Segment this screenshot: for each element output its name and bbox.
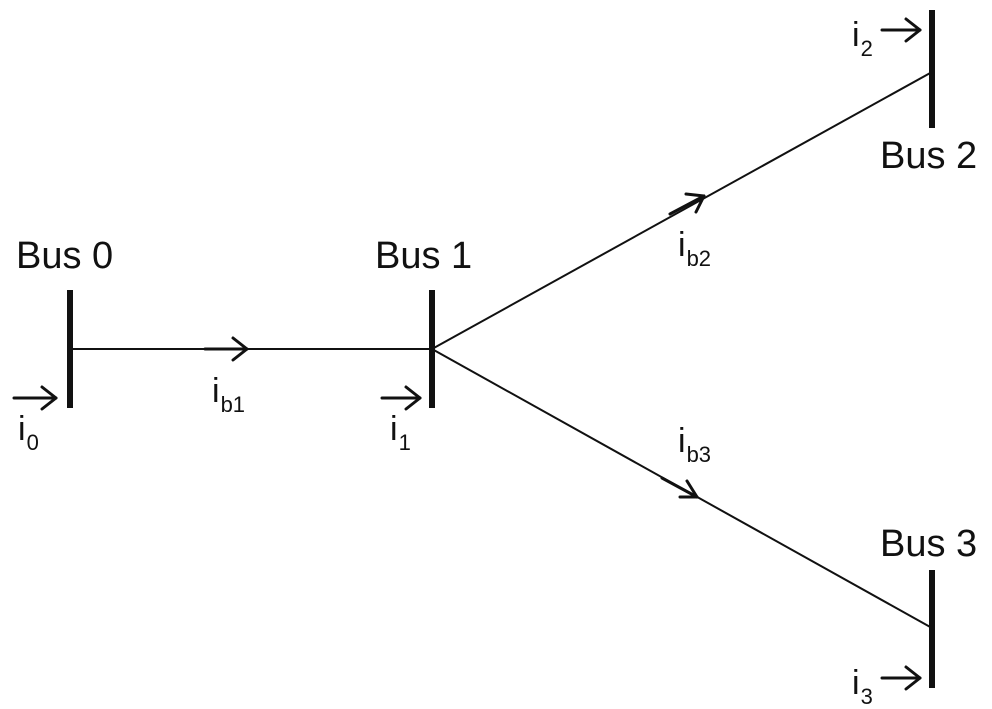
injection-current-label-1: i1 bbox=[390, 410, 411, 455]
bus-1-label: Bus 1 bbox=[375, 235, 472, 277]
bus-2-label: Bus 2 bbox=[880, 135, 977, 177]
injection-arrow-0 bbox=[12, 385, 58, 411]
injection-arrow-1 bbox=[380, 385, 422, 411]
branch-current-label-b1: ib1 bbox=[212, 372, 245, 417]
branch-current-label-b3: ib3 bbox=[678, 422, 711, 467]
branch-current-arrow-b1 bbox=[203, 336, 249, 362]
branch-current-label-b2: ib2 bbox=[678, 226, 711, 271]
branch-current-arrow-b3 bbox=[660, 476, 699, 499]
injection-current-label-2: i2 bbox=[852, 16, 873, 61]
injection-current-label-3: i3 bbox=[852, 664, 873, 709]
bus-0-label: Bus 0 bbox=[16, 235, 113, 277]
injection-current-label-0: i0 bbox=[18, 410, 39, 455]
injection-arrow-2 bbox=[880, 17, 922, 43]
bus-3-label: Bus 3 bbox=[880, 523, 977, 565]
injection-arrow-3 bbox=[880, 665, 922, 691]
branch-line-b2 bbox=[431, 71, 933, 350]
branch-current-arrow-b2 bbox=[668, 192, 706, 216]
